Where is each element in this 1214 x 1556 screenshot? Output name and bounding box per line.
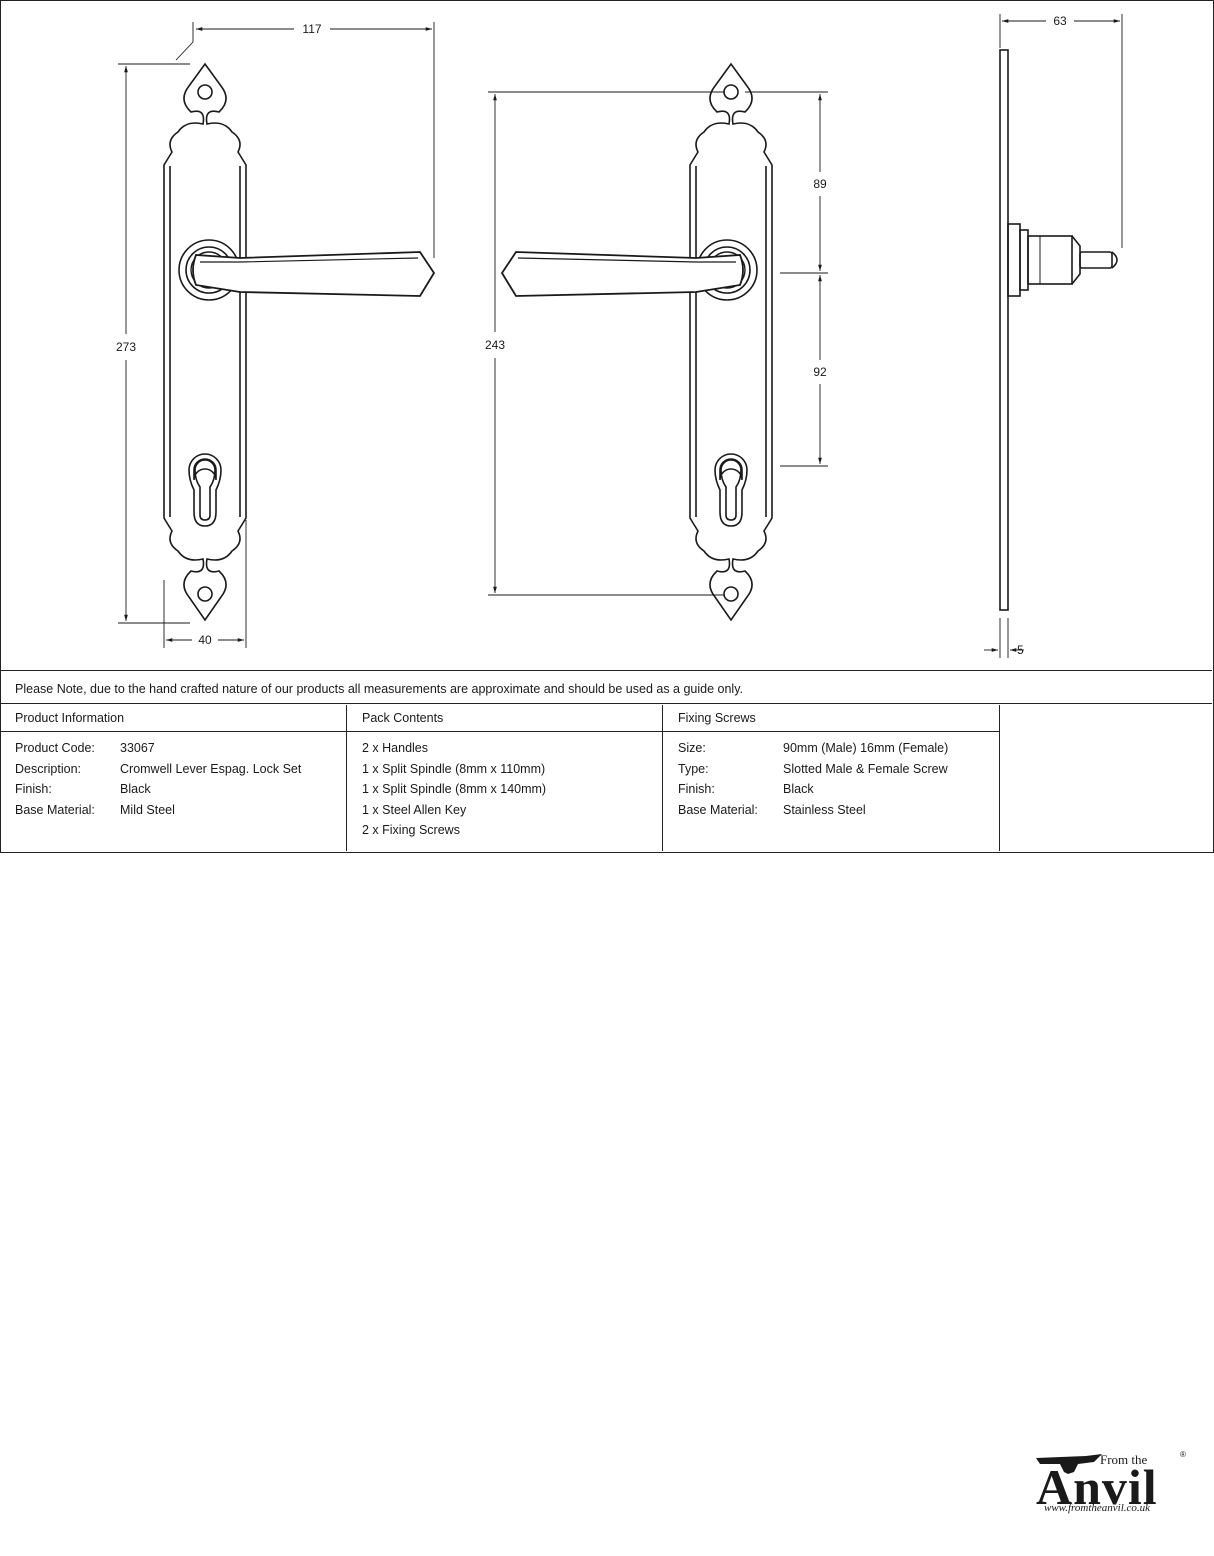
product-info-row: Description:Cromwell Lever Espag. Lock S… xyxy=(15,761,302,776)
logo-url: www.fromtheanvil.co.uk xyxy=(1044,1502,1151,1514)
dim-89: 89 xyxy=(813,177,827,191)
side-view xyxy=(999,49,1118,611)
fixing-screws-column: Fixing Screws Size:90mm (Male) 16mm (Fem… xyxy=(663,705,1000,851)
pack-contents-column: Pack Contents 2 x Handles 1 x Split Spin… xyxy=(347,705,663,851)
fixing-screws-row: Type:Slotted Male & Female Screw xyxy=(678,761,948,776)
pack-contents-header: Pack Contents xyxy=(347,705,662,732)
pack-item: 2 x Fixing Screws xyxy=(362,823,460,837)
spec-table: Product Information Product Code:33067 D… xyxy=(0,705,1212,1515)
pack-item: 2 x Handles xyxy=(362,741,429,755)
product-info-row: Finish:Black xyxy=(15,782,151,796)
fixing-screws-header: Fixing Screws xyxy=(663,705,999,732)
product-info-column: Product Information Product Code:33067 D… xyxy=(0,705,347,851)
dim-40: 40 xyxy=(198,633,212,647)
fixing-screws-row: Size:90mm (Male) 16mm (Female) xyxy=(678,741,949,755)
dim-243: 243 xyxy=(485,338,505,352)
dimension-lines xyxy=(118,14,1123,658)
pack-item: 1 x Split Spindle (8mm x 110mm) xyxy=(362,761,546,776)
disclaimer-note: Please Note, due to the hand crafted nat… xyxy=(0,670,1212,704)
dim-117: 117 xyxy=(302,22,321,36)
dim-273: 273 xyxy=(116,340,136,354)
dim-5: 5 xyxy=(1017,643,1024,657)
pack-item: 1 x Steel Allen Key xyxy=(362,802,467,817)
left-handle-view xyxy=(163,63,436,621)
product-info-row: Base Material:Mild Steel xyxy=(15,802,175,817)
from-the-anvil-logo: From the ® Anvil www.fromtheanvil.co.uk xyxy=(1000,1410,1212,1556)
dim-63: 63 xyxy=(1053,14,1067,28)
dim-92: 92 xyxy=(813,365,827,379)
right-handle-view xyxy=(500,63,773,621)
technical-drawing: 117 273 40 243 89 92 63 5 xyxy=(116,14,1123,658)
registered-mark: ® xyxy=(1180,1450,1186,1459)
pack-item: 1 x Split Spindle (8mm x 140mm) xyxy=(362,782,547,796)
fixing-screws-row: Finish:Black xyxy=(678,782,814,796)
product-info-header: Product Information xyxy=(0,705,346,732)
fixing-screws-row: Base Material:Stainless Steel xyxy=(678,802,866,817)
product-info-row: Product Code:33067 xyxy=(15,741,155,755)
